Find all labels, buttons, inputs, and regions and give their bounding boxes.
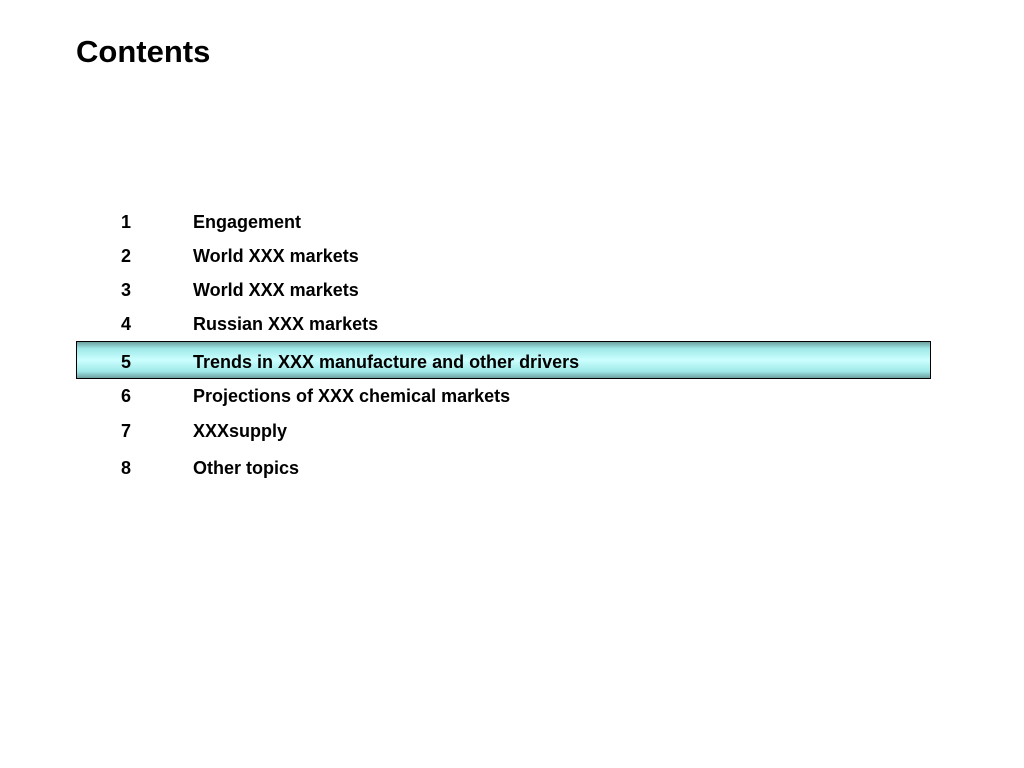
toc-item-label: Trends in XXX manufacture and other driv… (193, 352, 580, 372)
toc-item-number: 6 (121, 386, 132, 406)
toc-item-number: 2 (121, 246, 132, 266)
toc-item-label: World XXX markets (193, 246, 359, 266)
toc-item-7[interactable]: 7 XXXsupply (76, 413, 931, 450)
toc-item-3[interactable]: 3 World XXX markets (76, 273, 931, 307)
page-title: Contents (76, 34, 211, 69)
toc-item-6[interactable]: 6 Projections of XXX chemical markets (76, 379, 931, 413)
toc-item-8[interactable]: 8 Other topics (76, 450, 931, 487)
toc-item-label: World XXX markets (193, 280, 359, 300)
toc-item-label: XXXsupply (193, 421, 288, 441)
toc-item-number: 8 (121, 458, 132, 478)
toc-item-1[interactable]: 1 Engagement (76, 205, 931, 239)
toc-item-number: 5 (121, 352, 132, 372)
toc-item-label: Projections of XXX chemical markets (193, 386, 511, 406)
toc-item-number: 7 (121, 421, 132, 441)
toc-item-5-highlighted[interactable]: 5 Trends in XXX manufacture and other dr… (76, 341, 931, 379)
toc-item-number: 4 (121, 314, 132, 334)
toc-item-4[interactable]: 4 Russian XXX markets (76, 307, 931, 341)
toc-item-number: 1 (121, 212, 132, 232)
toc-item-label: Other topics (193, 458, 300, 478)
table-of-contents: 1 Engagement 2 World XXX markets 3 World… (76, 205, 931, 487)
toc-item-2[interactable]: 2 World XXX markets (76, 239, 931, 273)
toc-item-label: Engagement (193, 212, 302, 232)
toc-item-label: Russian XXX markets (193, 314, 379, 334)
toc-item-number: 3 (121, 280, 132, 300)
